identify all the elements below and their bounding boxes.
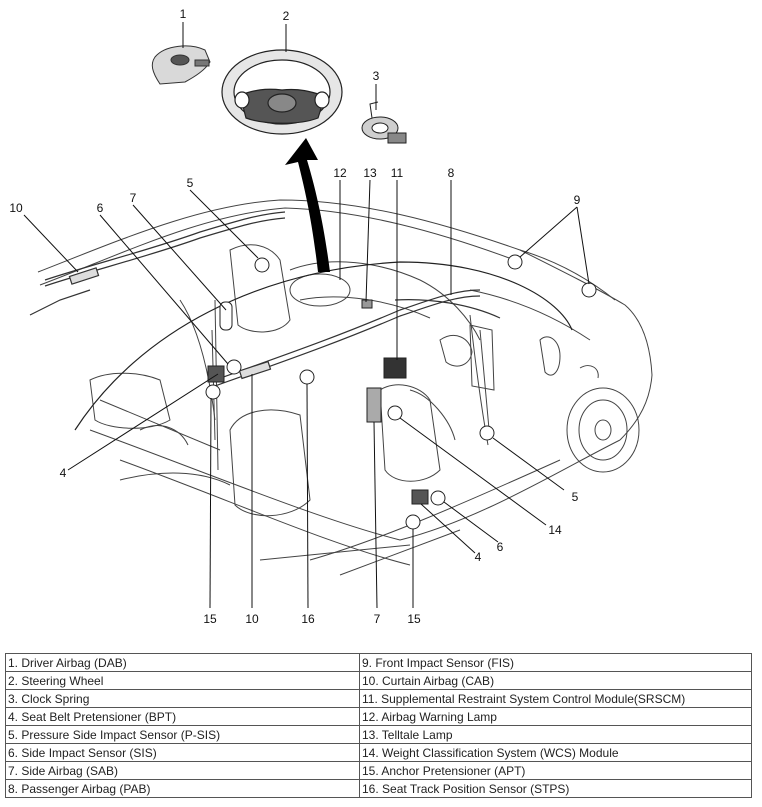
section-arc [74, 261, 573, 431]
curtain-airbag-left [29, 211, 286, 316]
callout-12: 12 [333, 166, 347, 180]
callout-4-left: 4 [60, 466, 67, 480]
callout-6-bottom: 6 [497, 540, 504, 554]
callout-14: 14 [548, 523, 562, 537]
callout-5-top: 5 [187, 176, 194, 190]
callout-2: 2 [283, 9, 290, 23]
leader-lines [23, 22, 590, 609]
callout-13: 13 [363, 166, 377, 180]
callout-15-left: 15 [203, 612, 217, 626]
legend-item: 11. Supplemental Restraint System Contro… [359, 689, 752, 708]
components [207, 299, 429, 505]
legend-row: 7. Side Airbag (SAB) 15. Anchor Pretensi… [5, 761, 752, 780]
legend-row: 5. Pressure Side Impact Sensor (P-SIS) 1… [5, 725, 752, 744]
callout-5-right: 5 [572, 490, 579, 504]
legend-item: 14. Weight Classification System (WCS) M… [359, 743, 752, 762]
legend-row: 6. Side Impact Sensor (SIS) 14. Weight C… [5, 743, 752, 762]
callout-8: 8 [448, 166, 455, 180]
legend-item: 9. Front Impact Sensor (FIS) [359, 653, 752, 672]
legend-item: 15. Anchor Pretensioner (APT) [359, 761, 752, 780]
detail-arrow [285, 138, 330, 272]
legend-item: 1. Driver Airbag (DAB) [5, 653, 360, 672]
clock-spring [361, 101, 407, 144]
legend-row: 3. Clock Spring 11. Supplemental Restrai… [5, 689, 752, 708]
legend-item: 5. Pressure Side Impact Sensor (P-SIS) [5, 725, 360, 744]
sensor-markers [205, 254, 597, 530]
vehicle-outline [37, 199, 653, 576]
callout-1: 1 [180, 7, 187, 21]
legend-item: 16. Seat Track Position Sensor (STPS) [359, 779, 752, 798]
legend-item: 10. Curtain Airbag (CAB) [359, 671, 752, 690]
legend-row: 2. Steering Wheel 10. Curtain Airbag (CA… [5, 671, 752, 690]
legend-item: 2. Steering Wheel [5, 671, 360, 690]
callout-labels: 1 2 3 10 6 7 5 12 13 11 8 9 4 5 14 6 4 1… [9, 7, 580, 626]
callout-16: 16 [301, 612, 315, 626]
callout-7-bottom: 7 [374, 612, 381, 626]
callout-6-top: 6 [97, 201, 104, 215]
srs-component-location-diagram: 1 2 3 10 6 7 5 12 13 11 8 9 4 5 14 6 4 1… [9, 7, 653, 626]
legend-item: 12. Airbag Warning Lamp [359, 707, 752, 726]
steering-wheel [221, 49, 343, 135]
curtain-airbag-right [214, 289, 501, 387]
legend-item: 7. Side Airbag (SAB) [5, 761, 360, 780]
callout-4-bottom: 4 [475, 550, 482, 564]
legend-item: 8. Passenger Airbag (PAB) [5, 779, 360, 798]
callout-15-right: 15 [407, 612, 421, 626]
callout-9: 9 [574, 193, 581, 207]
callout-7-top: 7 [130, 191, 137, 205]
legend-row: 4. Seat Belt Pretensioner (BPT) 12. Airb… [5, 707, 752, 726]
callout-3: 3 [373, 69, 380, 83]
callout-10-bottom: 10 [245, 612, 259, 626]
legend-item: 3. Clock Spring [5, 689, 360, 708]
legend-item: 4. Seat Belt Pretensioner (BPT) [5, 707, 360, 726]
component-legend-table: 1. Driver Airbag (DAB) 9. Front Impact S… [5, 653, 752, 798]
callout-11: 11 [391, 166, 404, 180]
callout-10-top: 10 [9, 201, 23, 215]
legend-item: 6. Side Impact Sensor (SIS) [5, 743, 360, 762]
legend-item: 13. Telltale Lamp [359, 725, 752, 744]
driver-airbag-module [151, 45, 211, 85]
legend-row: 8. Passenger Airbag (PAB) 16. Seat Track… [5, 779, 752, 798]
legend-row: 1. Driver Airbag (DAB) 9. Front Impact S… [5, 653, 752, 672]
